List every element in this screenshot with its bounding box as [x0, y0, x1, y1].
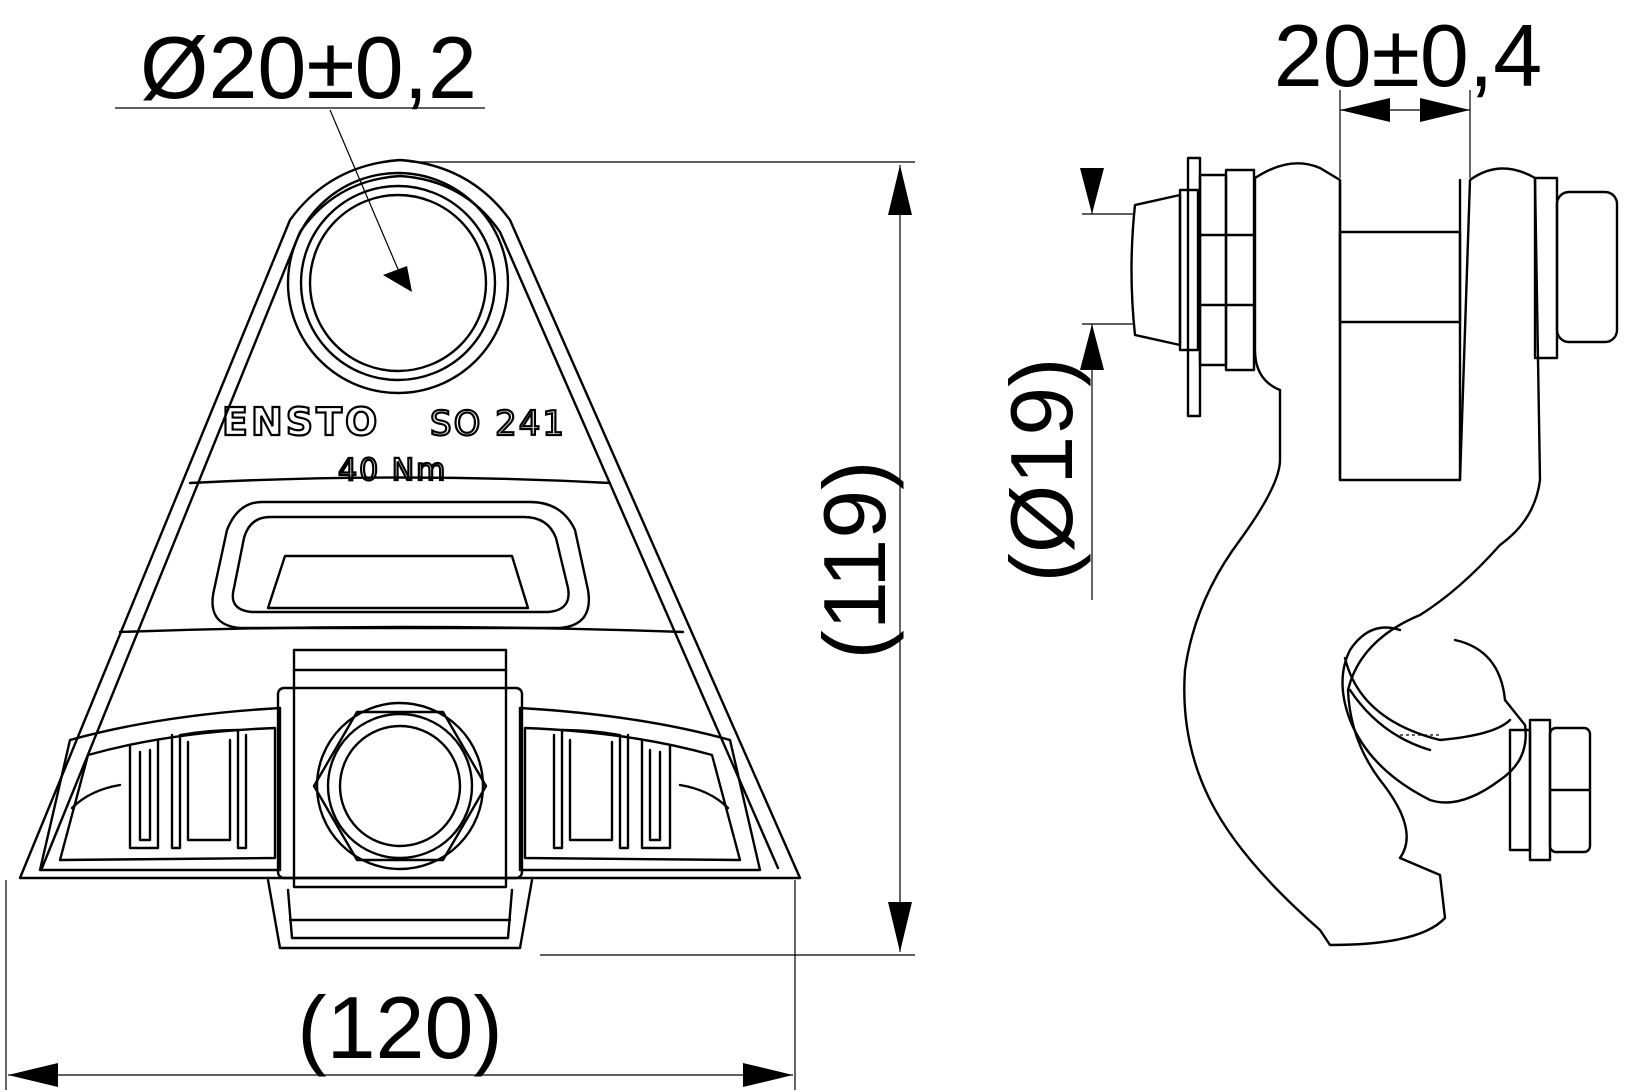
slot-middle [231, 515, 570, 614]
right-jaw-groove-2 [568, 738, 614, 842]
right-jaw-tooth-1 [640, 738, 672, 850]
right-jaw-outer [518, 706, 762, 872]
front-view-dimensions: Ø20±0,2 (119) (120) [5, 18, 915, 1090]
pin-nut-2 [1224, 168, 1256, 372]
model-marking: SO 241 [430, 404, 566, 444]
pin-diameter-leader [329, 109, 407, 289]
hook-saddle [1343, 656, 1512, 742]
jaw-arrow-left [1340, 98, 1390, 122]
pin-head [308, 193, 488, 373]
left-jaw-groove-1 [138, 748, 152, 842]
clamp-body-inner-edge [40, 174, 780, 870]
hook-saddle-inner [1348, 688, 1432, 752]
front-view-clamp: ENSTO SO 241 40 Nm [18, 158, 802, 950]
screw-block-frame [276, 686, 524, 880]
pin-eye-inner [299, 184, 497, 382]
bottom-block [266, 878, 534, 950]
brand-marking: ENSTO [222, 400, 380, 444]
bolt-end [338, 724, 462, 848]
slot-outer [211, 500, 591, 630]
pin-diameter-arrowhead [383, 266, 412, 292]
left-jaw-tooth-1 [128, 738, 160, 850]
screw-block [292, 648, 508, 889]
left-jaw-inner [58, 726, 277, 862]
hook-inner-curve [1341, 626, 1527, 804]
nut-washer-inner [326, 712, 474, 860]
height-arrow-top [888, 165, 912, 215]
pin-right-cap [1555, 190, 1619, 344]
upper-band-line [188, 476, 612, 485]
slot-inner [266, 554, 530, 610]
hook-bolt-shank [1508, 728, 1532, 852]
hook-dia-arrow-top [1080, 168, 1104, 214]
width-arrow-left [8, 1063, 58, 1087]
left-jaw-tooth-2 [170, 728, 248, 850]
height-arrow-bottom [888, 902, 912, 952]
width-label: (120) [297, 978, 502, 1077]
jaw-arrow-right [1420, 98, 1470, 122]
right-jaw-tooth-2 [552, 728, 630, 850]
clevis-pin [1338, 230, 1462, 324]
pin-eye-outer [286, 171, 510, 395]
bottom-block-inner [286, 888, 514, 940]
left-jaw-curve [70, 783, 122, 810]
hook-diameter-label: (Ø19) [992, 358, 1091, 583]
hook-body [1183, 162, 1542, 947]
hook-bolt-washer [1528, 718, 1552, 862]
torque-marking: 40 Nm [338, 453, 447, 488]
right-jaw-inner [523, 726, 742, 862]
nut-washer-outer [315, 701, 485, 871]
right-jaw-curve [678, 783, 730, 810]
left-jaw-groove-2 [186, 738, 232, 842]
left-jaw-outer [38, 706, 282, 872]
side-view-dimensions: 20±0,4 (Ø19) [992, 6, 1542, 600]
hook-dia-arrow-bottom [1080, 324, 1104, 370]
hex-nut [312, 710, 488, 862]
pin-diameter-label: Ø20±0,2 [140, 18, 477, 117]
side-view-hook [1130, 156, 1619, 947]
jaw-label: 20±0,4 [1274, 6, 1543, 105]
height-label: (119) [805, 461, 904, 660]
pin-nut-1 [1198, 173, 1228, 367]
clamp-body-outline [18, 158, 802, 880]
pin-cone-head [1130, 193, 1182, 347]
width-arrow-right [743, 1063, 793, 1087]
right-jaw-groove-1 [648, 748, 662, 842]
